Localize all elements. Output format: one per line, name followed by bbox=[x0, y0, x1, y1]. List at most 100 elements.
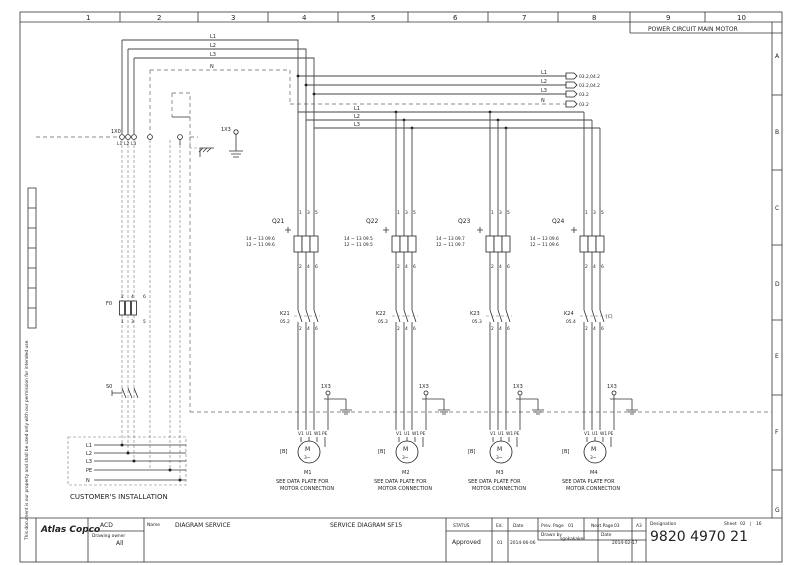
date: 2014-06-06 bbox=[510, 540, 536, 546]
motor-label: M1 bbox=[304, 470, 312, 476]
terminal-label: 1X3 bbox=[321, 384, 331, 390]
circuit-breaker[interactable] bbox=[477, 227, 511, 253]
device-pin: 4 bbox=[499, 264, 502, 270]
status-label: STATUS bbox=[453, 523, 470, 529]
device-pin: 3 bbox=[307, 210, 310, 216]
svg-text:M: M bbox=[497, 446, 502, 453]
motor-label: M3 bbox=[496, 470, 504, 476]
motor-circuit-4: Q24 1 3 5 14 ~ 13 09.6 12 ~ 11 09.6 2 4 … bbox=[530, 112, 638, 492]
device-pin: 4 bbox=[307, 326, 310, 332]
next-page: 03 bbox=[614, 523, 620, 529]
sheet-total: 16 bbox=[756, 521, 762, 527]
motor-note: MOTOR CONNECTION bbox=[566, 486, 620, 492]
fuse-pin: 3 bbox=[131, 319, 134, 325]
device-pin: 1 bbox=[397, 210, 400, 216]
motor-symbol[interactable]: M 3~ bbox=[297, 437, 326, 464]
contactor[interactable] bbox=[294, 309, 320, 323]
customer-installation: L1 L2 L3 PE N CUSTOMER'S INSTALLATION bbox=[67, 436, 187, 501]
motor-symbol[interactable]: M 3~ bbox=[489, 437, 518, 464]
sheet-label: Sheet bbox=[724, 521, 737, 527]
column-numbers: 1 2 3 4 5 6 7 8 9 10 bbox=[86, 14, 746, 22]
row-letter: E bbox=[775, 353, 779, 360]
department: ACD bbox=[100, 522, 113, 529]
device-pin: 5 bbox=[413, 210, 416, 216]
motor-terminal: U1 bbox=[404, 431, 410, 437]
breaker-label: Q22 bbox=[366, 218, 379, 225]
device-pin: 4 bbox=[499, 326, 502, 332]
svg-text:M: M bbox=[403, 446, 408, 453]
fuse-pin: 1 bbox=[121, 319, 124, 325]
motor-symbol[interactable]: M 3~ bbox=[583, 437, 612, 464]
circuit-breaker[interactable] bbox=[571, 227, 605, 253]
contactor-tag: [C] bbox=[606, 314, 613, 320]
cabinet-border bbox=[36, 92, 772, 413]
output-reference: 03.2,04.2 bbox=[579, 83, 600, 89]
contactor[interactable] bbox=[580, 309, 606, 323]
terminal-label: 1X3 bbox=[513, 384, 523, 390]
motor-note: SEE DATA PLATE FOR bbox=[276, 479, 329, 485]
svg-text:3~: 3~ bbox=[496, 455, 503, 461]
contactor[interactable] bbox=[392, 309, 418, 323]
breaker-label: Q23 bbox=[458, 218, 471, 225]
svg-text:|: | bbox=[750, 521, 751, 527]
svg-text:3~: 3~ bbox=[402, 455, 409, 461]
main-switch-s0[interactable]: S0 bbox=[106, 384, 139, 399]
off-page-arrow[interactable] bbox=[565, 100, 578, 108]
terminal-block-label: 1X0 bbox=[111, 129, 121, 135]
svg-text:Atlas Copco: Atlas Copco bbox=[40, 525, 100, 535]
customer-line-label: PE bbox=[86, 468, 92, 474]
terminal-1x3[interactable] bbox=[611, 390, 617, 396]
aux-contact-label: 12 ~ 11 09.7 bbox=[436, 242, 465, 248]
supply-label: L2 bbox=[210, 43, 216, 49]
sheet-frame bbox=[19, 11, 783, 563]
column-number: 9 bbox=[666, 14, 670, 22]
device-pin: 2 bbox=[491, 326, 494, 332]
motor-note: MOTOR CONNECTION bbox=[280, 486, 334, 492]
page-title: POWER CIRCUIT MAIN MOTOR bbox=[648, 26, 738, 33]
fuse-f0[interactable]: F0 2 4 6 1 3 5 bbox=[106, 294, 146, 325]
terminal-block-1x0[interactable]: 1X0 L1 L2 L3 bbox=[111, 116, 214, 157]
motor-tag: [B] bbox=[468, 449, 475, 455]
terminal-1x3[interactable] bbox=[325, 390, 331, 396]
next-page-label: Next Page bbox=[591, 523, 614, 529]
circuit-breaker[interactable] bbox=[383, 227, 417, 253]
row-letter: D bbox=[775, 281, 780, 288]
contactor-label: K24 bbox=[564, 311, 574, 317]
date2-label: Date bbox=[601, 532, 612, 538]
column-number: 5 bbox=[371, 14, 375, 22]
atlas-copco-logo: Atlas Copco bbox=[40, 521, 100, 535]
contactor[interactable] bbox=[486, 309, 512, 323]
device-pin: 4 bbox=[307, 264, 310, 270]
off-page-arrow[interactable] bbox=[565, 81, 578, 89]
fuse-pin: 5 bbox=[143, 319, 146, 325]
motor-symbol[interactable]: M 3~ bbox=[395, 437, 424, 464]
device-pin: 6 bbox=[315, 264, 318, 270]
circuit-breaker[interactable] bbox=[285, 227, 319, 253]
motor-terminal: U1 bbox=[498, 431, 504, 437]
left-feeders bbox=[121, 140, 181, 480]
terminal-pin: L2 bbox=[124, 141, 129, 147]
prev-page-label: Prev. Page bbox=[541, 523, 564, 529]
ground-terminal-1x3[interactable]: 1X3 bbox=[221, 127, 243, 158]
output-reference: 03.2,04.2 bbox=[579, 74, 600, 80]
device-pin: 6 bbox=[601, 264, 604, 270]
aux-contact-label: 14 ~ 13 09.7 bbox=[436, 236, 465, 242]
row-letter: A bbox=[775, 53, 780, 60]
terminal-1x3[interactable] bbox=[517, 390, 523, 396]
contactor-reference: 05.4 bbox=[566, 319, 576, 325]
aux-contact-label: 14 ~ 13 09.6 bbox=[246, 236, 275, 242]
terminal-1x3[interactable] bbox=[423, 390, 429, 396]
customer-installation-caption: CUSTOMER'S INSTALLATION bbox=[70, 493, 168, 501]
motor-label: M4 bbox=[590, 470, 598, 476]
motor-terminal: PE bbox=[322, 431, 328, 437]
device-pin: 4 bbox=[593, 264, 596, 270]
motor-note: MOTOR CONNECTION bbox=[472, 486, 526, 492]
output-line-label: L2 bbox=[541, 79, 547, 85]
ground-terminal-label: 1X3 bbox=[221, 127, 231, 133]
contactor-label: K21 bbox=[280, 311, 290, 317]
off-page-arrow[interactable] bbox=[565, 90, 578, 98]
status-value: Approved bbox=[452, 539, 481, 546]
drawing-owner: All bbox=[116, 540, 124, 547]
off-page-arrow[interactable] bbox=[565, 72, 578, 80]
motor-note: MOTOR CONNECTION bbox=[378, 486, 432, 492]
